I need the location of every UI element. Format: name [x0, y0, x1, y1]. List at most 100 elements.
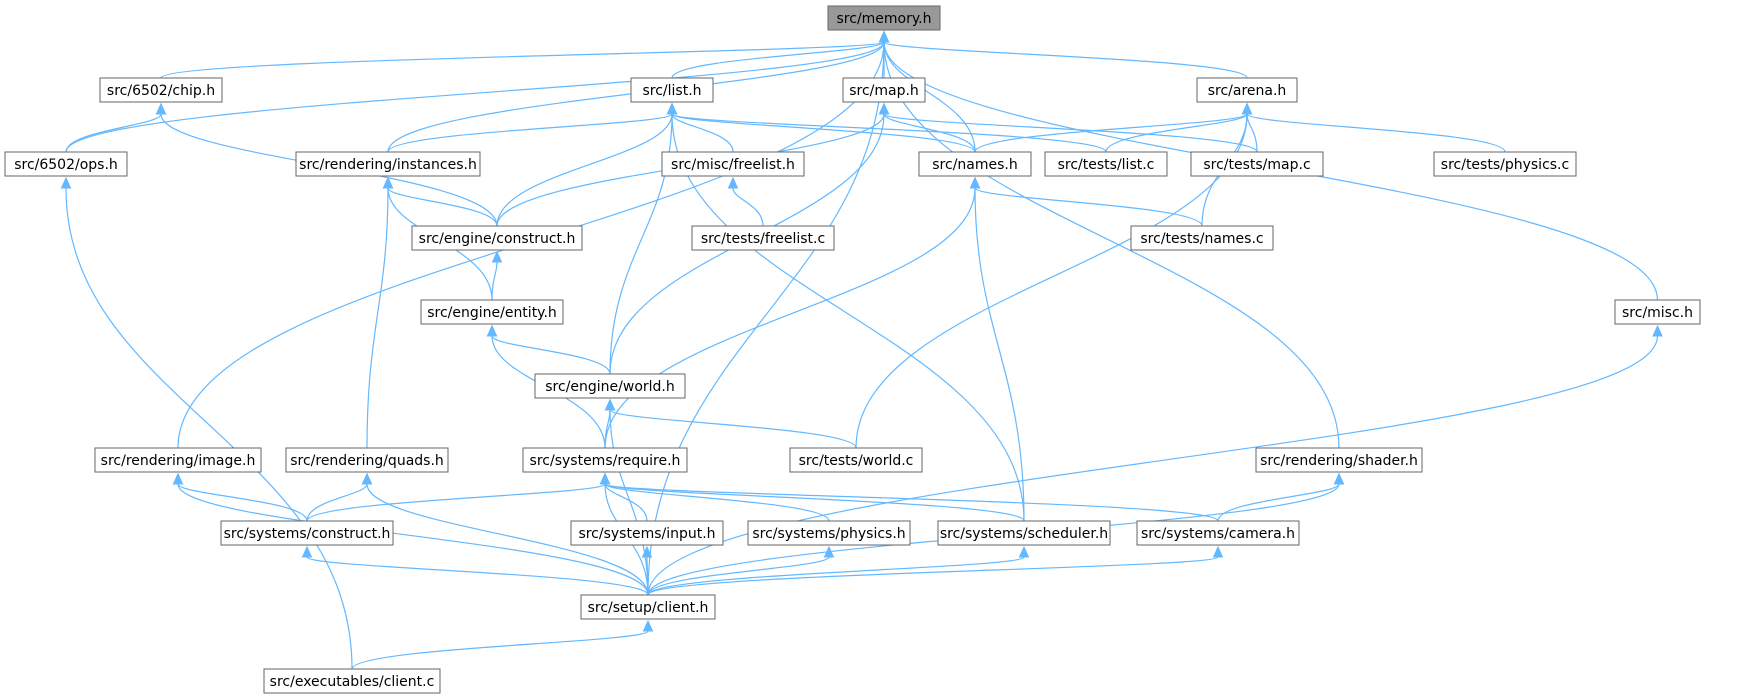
- edge-tfreelist-to-freelist: [727, 176, 764, 227]
- edge-line: [1217, 483, 1340, 522]
- node-image[interactable]: src/rendering/image.h: [94, 447, 262, 473]
- node-chip[interactable]: src/6502/chip.h: [99, 77, 223, 103]
- node-exec[interactable]: src/executables/client.c: [263, 668, 441, 694]
- node-shader[interactable]: src/rendering/shader.h: [1255, 447, 1423, 473]
- node-box: [94, 447, 262, 473]
- node-econstruct[interactable]: src/engine/construct.h: [411, 225, 583, 251]
- node-box: [411, 225, 583, 251]
- node-ops[interactable]: src/6502/ops.h: [4, 151, 128, 177]
- edge-line: [647, 335, 1659, 596]
- node-sconstruct[interactable]: src/systems/construct.h: [220, 520, 394, 546]
- edge-tnames-to-names: [969, 176, 1203, 227]
- node-box: [580, 594, 716, 620]
- edge-client-to-quads: [361, 472, 649, 596]
- node-label: src/tests/names.c: [1140, 231, 1263, 247]
- edge-camera-to-shader: [1217, 472, 1345, 522]
- node-box: [1255, 447, 1423, 473]
- node-label: src/map.h: [849, 83, 919, 99]
- node-box: [1196, 77, 1298, 103]
- edge-line: [883, 41, 1340, 449]
- node-box: [918, 151, 1032, 177]
- node-box: [4, 151, 128, 177]
- edge-client-to-input: [641, 545, 653, 596]
- node-tnames[interactable]: src/tests/names.c: [1130, 225, 1274, 251]
- edge-line: [671, 113, 1025, 522]
- node-scheduler[interactable]: src/systems/scheduler.h: [937, 520, 1111, 546]
- node-maph[interactable]: src/map.h: [842, 77, 926, 103]
- edge-line: [671, 113, 734, 153]
- edge-line: [604, 409, 611, 449]
- edge-client-to-camera: [647, 545, 1224, 596]
- node-box: [285, 447, 449, 473]
- node-box: [1130, 225, 1274, 251]
- node-label: src/tests/physics.c: [1441, 157, 1569, 173]
- edge-client-to-misc: [647, 324, 1663, 596]
- edge-line: [491, 335, 611, 375]
- arrowhead-icon: [599, 472, 611, 485]
- edge-line: [647, 41, 885, 596]
- node-arena[interactable]: src/arena.h: [1196, 77, 1298, 103]
- edge-sconstruct-to-require: [306, 472, 611, 522]
- edge-line: [1105, 113, 1248, 153]
- edge-line: [671, 41, 885, 79]
- arrowhead-icon: [382, 176, 394, 189]
- node-label: src/tests/list.c: [1058, 157, 1155, 173]
- edge-line: [306, 556, 649, 596]
- edge-scheduler-to-list: [666, 102, 1025, 522]
- node-tphys[interactable]: src/tests/physics.c: [1433, 151, 1577, 177]
- node-tworld[interactable]: src/tests/world.c: [789, 447, 923, 473]
- arrowhead-icon: [486, 324, 498, 337]
- node-box: [789, 447, 923, 473]
- edge-line: [177, 483, 649, 596]
- arrowhead-icon: [1212, 545, 1224, 558]
- arrowhead-icon: [666, 102, 678, 115]
- node-sphysics[interactable]: src/systems/physics.h: [747, 520, 911, 546]
- node-names[interactable]: src/names.h: [918, 151, 1032, 177]
- node-box: [420, 299, 564, 325]
- node-box: [1614, 299, 1701, 325]
- edge-tworld-to-world: [604, 398, 857, 449]
- edge-client-to-memory: [647, 30, 890, 596]
- node-box: [1190, 151, 1324, 177]
- node-list[interactable]: src/list.h: [630, 77, 714, 103]
- edge-line: [883, 41, 976, 153]
- node-quads[interactable]: src/rendering/quads.h: [285, 447, 449, 473]
- node-require[interactable]: src/systems/require.h: [522, 447, 688, 473]
- node-label: src/engine/world.h: [545, 379, 675, 395]
- node-label: src/tests/freelist.c: [701, 231, 825, 247]
- edge-quads-to-instances: [366, 176, 394, 449]
- node-label: src/systems/scheduler.h: [940, 526, 1108, 542]
- node-world[interactable]: src/engine/world.h: [534, 373, 686, 399]
- node-label: src/misc/freelist.h: [671, 157, 795, 173]
- node-tfreelist[interactable]: src/tests/freelist.c: [691, 225, 835, 251]
- node-tmap[interactable]: src/tests/map.c: [1190, 151, 1324, 177]
- edge-client-to-world: [604, 398, 649, 596]
- node-label: src/systems/require.h: [530, 453, 681, 469]
- edge-line: [732, 187, 764, 227]
- edge-line: [387, 187, 498, 227]
- node-memory[interactable]: src/memory.h: [827, 5, 941, 31]
- node-tlist[interactable]: src/tests/list.c: [1044, 151, 1168, 177]
- edge-line: [387, 113, 673, 153]
- arrowhead-icon: [1652, 324, 1663, 337]
- node-label: src/names.h: [932, 157, 1017, 173]
- edge-chip-to-memory: [160, 30, 890, 79]
- node-box: [827, 5, 941, 31]
- node-camera[interactable]: src/systems/camera.h: [1136, 520, 1300, 546]
- node-input[interactable]: src/systems/input.h: [570, 520, 724, 546]
- node-misc[interactable]: src/misc.h: [1614, 299, 1701, 325]
- edge-entity-to-econstruct: [491, 250, 503, 301]
- node-box: [1136, 520, 1300, 546]
- node-freelist[interactable]: src/misc/freelist.h: [661, 151, 805, 177]
- node-instances[interactable]: src/rendering/instances.h: [295, 151, 481, 177]
- node-label: src/systems/camera.h: [1141, 526, 1295, 542]
- edge-line: [609, 409, 649, 596]
- arrowhead-icon: [60, 176, 72, 189]
- edge-line: [160, 41, 885, 79]
- arrowhead-icon: [878, 30, 890, 43]
- node-entity[interactable]: src/engine/entity.h: [420, 299, 564, 325]
- node-client[interactable]: src/setup/client.h: [580, 594, 716, 620]
- node-box: [842, 77, 926, 103]
- edge-line: [604, 483, 648, 522]
- node-label: src/tests/map.c: [1203, 157, 1310, 173]
